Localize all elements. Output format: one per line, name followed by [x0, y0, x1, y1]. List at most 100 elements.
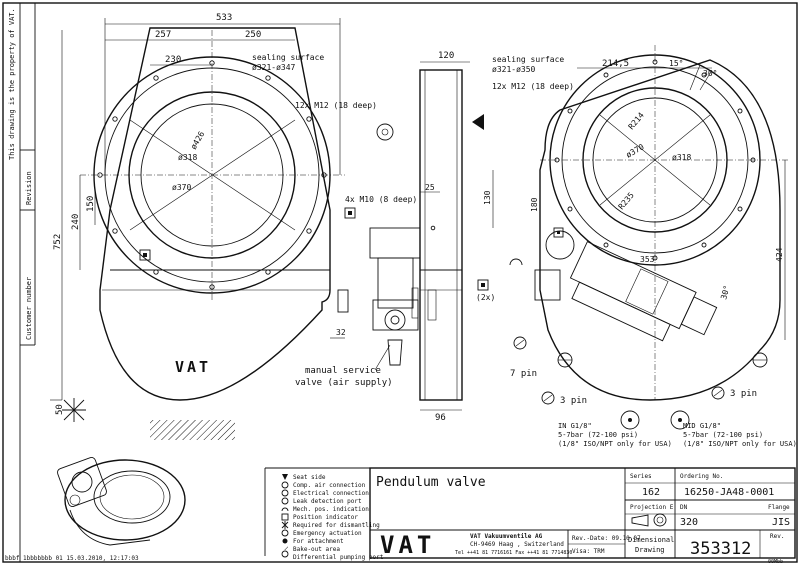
in-label-1: IN G1/8"	[558, 422, 592, 430]
pin-3b-label: 3 pin	[730, 389, 757, 399]
front-vat-logo: VAT	[175, 358, 211, 376]
series-value: 162	[642, 487, 660, 498]
ordering-value: 16250-JA48-0001	[684, 487, 774, 498]
qty-2x: (2x)	[476, 293, 495, 302]
rev-date: Rev.-Date: 09.10.07	[572, 535, 641, 542]
customer-number-label: Customer number	[25, 277, 33, 340]
right-dia-318: ø318	[672, 153, 691, 162]
dim-drawing-2: Drawing	[635, 546, 665, 554]
dim-752: 752	[53, 234, 63, 250]
attachment-icon	[282, 538, 288, 544]
air-connection-icon	[281, 481, 289, 489]
dim-426: ø426	[189, 130, 207, 151]
dim-257: 257	[155, 30, 171, 40]
legend-item: Required for dismantling	[293, 522, 380, 529]
pin-3a-label: 3 pin	[560, 396, 587, 406]
legend-item: Seat side	[293, 474, 326, 481]
footer-note: bbbf 1bbbbbbb 01 15.03.2010, 12:17:03	[5, 555, 139, 562]
dim-353: 353	[640, 255, 655, 264]
dim-32: 32	[336, 328, 346, 337]
seat-side-icon	[282, 474, 288, 480]
dim-533: 533	[216, 13, 232, 23]
electrical-icon	[281, 489, 289, 497]
legend-item: Differential pumping port	[293, 554, 384, 561]
company-addr: CH-9469 Haag , Switzerland	[470, 541, 564, 548]
dim-230: 230	[165, 55, 181, 65]
dim-370: ø370	[172, 183, 191, 192]
rev-label: Rev.	[770, 533, 784, 540]
legend-item: Position indicator	[293, 514, 358, 521]
side-view: 120 25 130 32 96 4x M10 (8 deep) (2x) ma…	[295, 51, 495, 423]
legend: Seat side Comp. air connection Electrica…	[264, 467, 384, 561]
dim-96: 96	[435, 413, 446, 423]
front-view: 533 257 250 230 752 240 150 50 sealing s…	[50, 13, 377, 415]
leak-detection-icon	[281, 497, 289, 505]
legend-item: Mech. pos. indication	[293, 506, 369, 513]
angle-30b: 30°	[719, 284, 731, 300]
dn-label: DN	[680, 504, 688, 511]
drawing-number: 353312	[690, 539, 751, 559]
dim-180: 180	[530, 197, 539, 212]
dim-drawing-1: Dimensional	[628, 536, 674, 544]
actuator-box	[369, 227, 421, 259]
isometric-view	[57, 457, 186, 546]
diff-pump-icon	[281, 550, 289, 558]
bake-out-icon	[282, 546, 288, 550]
side-body	[419, 69, 463, 401]
dim-25: 25	[425, 183, 435, 192]
drawing-title: Pendulum valve	[376, 475, 486, 490]
right-sealing-label: sealing surface	[492, 55, 564, 64]
legend-item: Bake-out area	[293, 546, 340, 553]
legend-item: Electrical connection	[293, 490, 369, 497]
manual-service-2: valve (air supply)	[295, 378, 393, 388]
projection-label: Projection E	[630, 504, 674, 511]
mid-label-2: 5-7bar (72-100 psi)	[683, 431, 763, 439]
projection-icon	[631, 513, 667, 527]
property-note: This drawing is the property of VAT.	[8, 8, 16, 160]
legend-item: Emergency actuation	[293, 530, 362, 537]
service-port-icon	[376, 123, 394, 141]
right-view: 214,5 15° 30° 180 424 353 30° sealing su…	[492, 45, 797, 448]
company-name: VAT Vakuumventile AG	[470, 533, 543, 540]
visa: Visa: TRM	[572, 548, 605, 555]
in-label-3: (1/8" ISO/NPT only for USA)	[558, 440, 672, 448]
angle-15: 15°	[669, 59, 683, 68]
mid-label-3: (1/8" ISO/NPT only for USA)	[683, 440, 797, 448]
position-indicator-icon	[281, 513, 289, 521]
front-body-outline	[99, 27, 331, 401]
flange-value: JIS	[772, 517, 790, 528]
manual-service-1: manual service	[305, 366, 381, 376]
dim-250: 250	[245, 30, 261, 40]
dim-130: 130	[483, 190, 492, 205]
right-bolt-label: 12x M12 (18 deep)	[492, 82, 574, 91]
right-actuator	[569, 241, 718, 342]
in-label-2: 5-7bar (72-100 psi)	[558, 431, 638, 439]
company-tel: Tel ++41 81 7716161 Fax ++41 81 7714830	[455, 550, 572, 556]
revision-label: Revision	[25, 171, 33, 205]
seat-side-marker	[62, 398, 86, 422]
pin-7-label: 7 pin	[510, 369, 537, 379]
dim-50: 50	[55, 404, 65, 415]
dim-240: 240	[71, 214, 81, 230]
dim-120: 120	[438, 51, 454, 61]
title-block: Pendulum valve Series 162 Ordering No. 1…	[369, 467, 796, 565]
right-bolt-holes	[554, 59, 756, 261]
r214: R214	[627, 111, 646, 132]
pin-connectors	[509, 227, 768, 430]
front-sealing-label: sealing surface	[252, 53, 324, 62]
r235: R235	[617, 191, 636, 212]
emergency-icon	[281, 529, 289, 537]
vat-logo: VAT	[380, 531, 435, 559]
angle-30a: 30°	[703, 69, 717, 78]
front-sealing-dia: ø321-ø347	[252, 63, 296, 72]
m10-label: 4x M10 (8 deep)	[345, 195, 417, 204]
dim-318: ø318	[178, 153, 197, 162]
legend-item: Leak detection port	[293, 498, 362, 505]
flange-label: Flange	[768, 504, 790, 511]
ordering-label: Ordering No.	[680, 473, 723, 480]
bake-out-hatch	[150, 420, 235, 440]
right-sealing-dia: ø321-ø350	[492, 65, 536, 74]
corner-code: 00Mbb	[768, 559, 783, 565]
